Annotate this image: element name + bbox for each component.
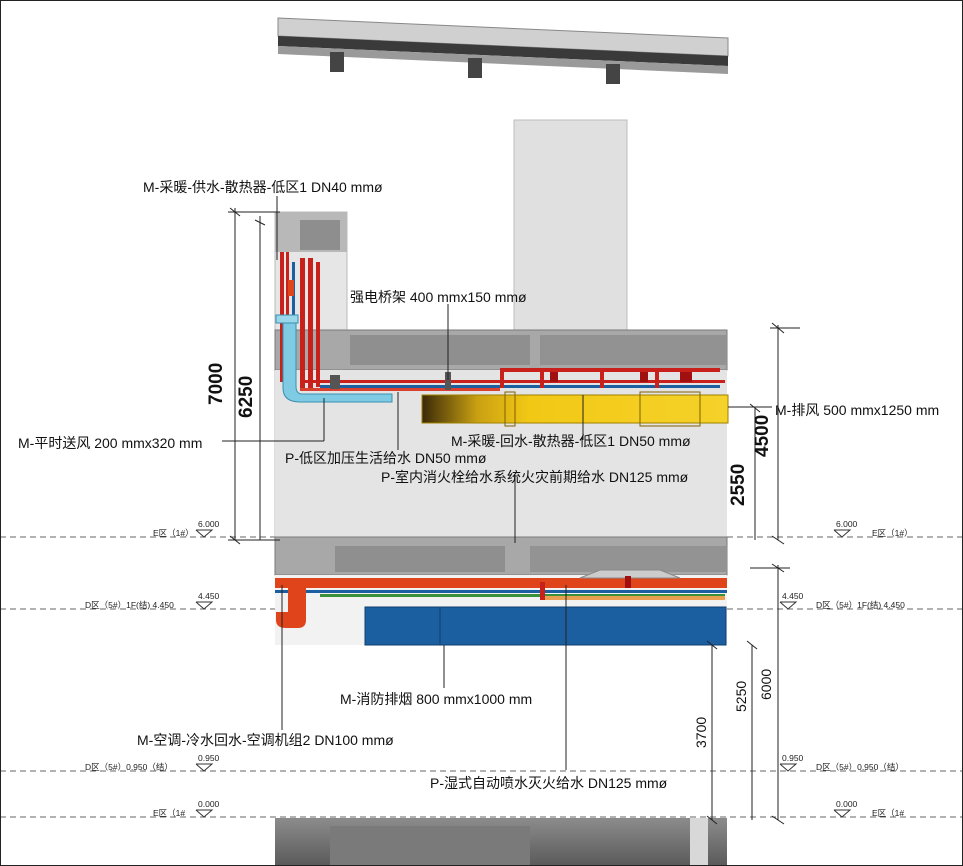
label-supply-air: M-平时送风 200 mmx320 mm xyxy=(18,435,203,451)
level-e-left-val: 6.000 xyxy=(198,519,220,529)
label-chilled-return: M-空调-冷水回水-空调机组2 DN100 mmø xyxy=(137,732,394,748)
level-markers xyxy=(195,529,852,818)
smoke-exhaust-duct xyxy=(364,606,727,646)
level-d2-left-tag: D区（5#）0.950（结） xyxy=(85,762,173,772)
level-e0-left-tag: E区（1# xyxy=(153,808,186,818)
leader-lines xyxy=(222,196,772,770)
lower-pipe-run xyxy=(275,569,727,628)
upper-pipe-run xyxy=(300,368,725,391)
vertical-risers xyxy=(275,252,393,403)
label-heating-supply: M-采暖-供水-散热器-低区1 DN40 mmø xyxy=(143,179,383,195)
level-d1-right-val: 4.450 xyxy=(782,591,804,601)
level-d2-left-val: 0.950 xyxy=(198,753,220,763)
level-d1-right-tag: D区（5#）1F(结) 4.450 xyxy=(816,600,905,610)
level-d1-left-val: 4.450 xyxy=(198,591,220,601)
label-fire-hydrant: P-室内消火栓给水系统火灾前期给水 DN125 mmø xyxy=(381,469,689,485)
level-d2-right-val: 0.950 xyxy=(782,753,804,763)
supply-air-duct-shape xyxy=(282,317,393,403)
level-lines xyxy=(0,536,963,818)
dimension-lines xyxy=(228,207,800,825)
exhaust-duct xyxy=(421,394,729,424)
level-d1-left-tag: D区（5#）1F(结) 4.450 xyxy=(85,600,174,610)
label-smoke-exhaust: M-消防排烟 800 mmx1000 mm xyxy=(340,691,533,707)
level-e-left-tag: E区（1#） xyxy=(153,528,194,538)
label-sprinkler: P-湿式自动喷水灭火给水 DN125 mmø xyxy=(430,775,668,791)
level-e-right-val: 6.000 xyxy=(836,519,858,529)
label-heating-return: M-采暖-回水-散热器-低区1 DN50 mmø xyxy=(451,433,691,449)
level-d2-right-tag: D区（5#）0.950（结） xyxy=(816,762,904,772)
level-e0-left-val: 0.000 xyxy=(198,799,220,809)
label-cable-tray: 强电桥架 400 mmx150 mmø xyxy=(350,289,527,305)
top-steel-beam xyxy=(277,17,729,84)
level-e0-right-tag: E区（1# xyxy=(872,808,905,818)
level-e-right-tag: E区（1#） xyxy=(872,528,913,538)
label-exhaust: M-排风 500 mmx1250 mm xyxy=(775,402,940,418)
level-e0-right-val: 0.000 xyxy=(836,799,858,809)
label-low-zone-water: P-低区加压生活给水 DN50 mmø xyxy=(285,450,487,466)
